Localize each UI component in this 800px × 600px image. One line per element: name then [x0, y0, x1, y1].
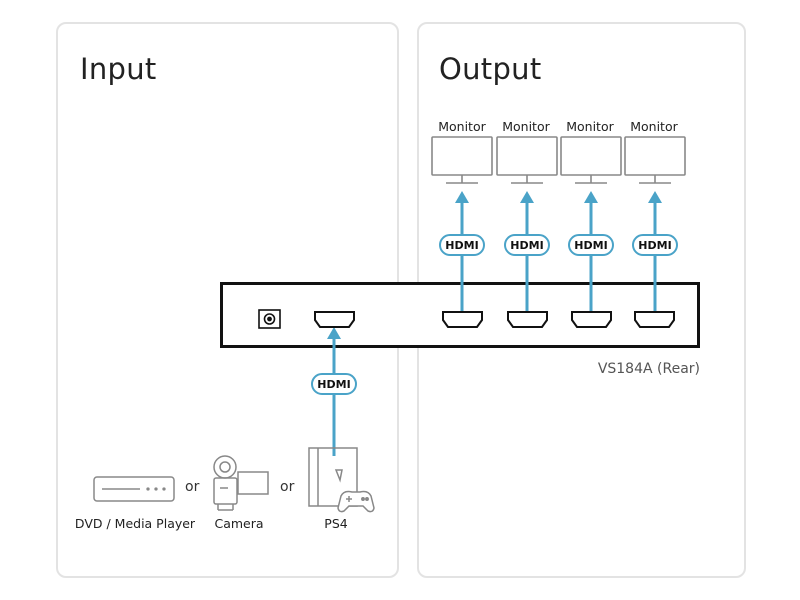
hdmi-out-port-icon: [571, 311, 612, 328]
hdmi-badge: HDMI: [504, 234, 550, 256]
source-label-ps4: PS4: [324, 516, 348, 531]
hdmi-badge: HDMI: [311, 373, 357, 395]
hdmi-out-port-icon: [442, 311, 483, 328]
or-separator: or: [185, 479, 200, 495]
hdmi-badge: HDMI: [568, 234, 614, 256]
input-title: Input: [80, 52, 157, 86]
camera-icon: [213, 455, 269, 511]
arrow-up-icon: [520, 191, 534, 203]
arrow-up-icon: [327, 327, 341, 339]
hdmi-out-port-icon: [507, 311, 548, 328]
monitor-icon: [431, 136, 493, 184]
power-port-icon: [258, 309, 281, 329]
dvd-player-icon: [93, 476, 175, 502]
output-title: Output: [439, 52, 542, 86]
monitor-label-1: Monitor: [438, 119, 486, 134]
monitor-icon: [624, 136, 686, 184]
device-label: VS184A (Rear): [597, 361, 700, 377]
hdmi-badge: HDMI: [439, 234, 485, 256]
hdmi-out-port-icon: [634, 311, 675, 328]
arrow-up-icon: [455, 191, 469, 203]
hdmi-in-port-icon: [314, 311, 355, 328]
or-separator: or: [280, 479, 295, 495]
arrow-up-icon: [648, 191, 662, 203]
monitor-label-3: Monitor: [566, 119, 614, 134]
source-label-dvd: DVD / Media Player: [74, 516, 196, 531]
arrow-up-icon: [584, 191, 598, 203]
monitor-label-2: Monitor: [502, 119, 550, 134]
monitor-icon: [496, 136, 558, 184]
hdmi-badge: HDMI: [632, 234, 678, 256]
gamepad-icon: [337, 490, 375, 513]
monitor-label-4: Monitor: [630, 119, 678, 134]
monitor-icon: [560, 136, 622, 184]
source-label-camera: Camera: [214, 516, 264, 531]
